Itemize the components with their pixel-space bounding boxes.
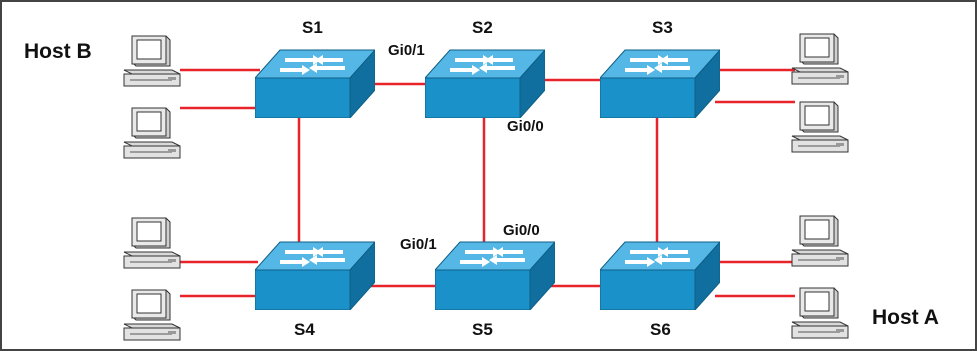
switch-icon-s4 bbox=[255, 241, 375, 310]
switch-label-s4: S4 bbox=[294, 320, 315, 339]
links-layer bbox=[180, 68, 795, 298]
port-label-s5-gi0-0: Gi0/0 bbox=[503, 222, 540, 239]
switch-label-s5: S5 bbox=[472, 320, 493, 339]
switch-label-s3: S3 bbox=[652, 18, 673, 37]
pc-icon-right-1 bbox=[791, 33, 849, 85]
host-label-a: Host A bbox=[872, 306, 939, 329]
switch-icon-s1 bbox=[255, 49, 375, 118]
pc-icon-host-a bbox=[791, 287, 849, 339]
switch-icon-s6 bbox=[600, 241, 720, 310]
host-label-b: Host B bbox=[24, 40, 92, 63]
switch-icon-s3 bbox=[600, 49, 720, 118]
port-label-s2-gi0-0: Gi0/0 bbox=[507, 118, 544, 135]
switch-label-s6: S6 bbox=[650, 320, 671, 339]
switch-label-s2: S2 bbox=[472, 18, 493, 37]
pc-icon-left-3 bbox=[123, 217, 181, 269]
port-label-s2-gi0-1: Gi0/1 bbox=[388, 42, 425, 59]
pc-icon-host-b bbox=[123, 35, 181, 87]
switch-icon-s2 bbox=[425, 49, 545, 118]
pc-icon-right-2 bbox=[791, 101, 849, 153]
port-label-s5-gi0-1: Gi0/1 bbox=[400, 236, 437, 253]
switch-label-s1: S1 bbox=[302, 18, 323, 37]
pc-icon-left-2 bbox=[123, 107, 181, 159]
pc-icon-left-4 bbox=[123, 289, 181, 341]
switch-icon-s5 bbox=[435, 241, 555, 310]
pc-icon-right-3 bbox=[791, 215, 849, 267]
